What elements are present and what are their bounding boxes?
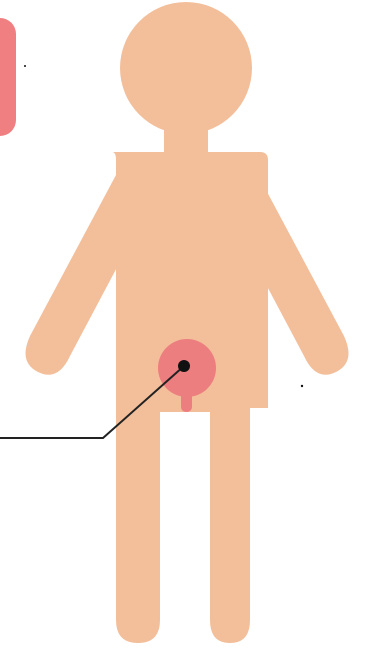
- speck: [301, 385, 303, 387]
- speck: [24, 65, 26, 67]
- organ-marker-dot: [178, 360, 190, 372]
- side-panel-fragment: [0, 18, 16, 136]
- urethra: [181, 388, 192, 412]
- figure-head: [120, 2, 252, 134]
